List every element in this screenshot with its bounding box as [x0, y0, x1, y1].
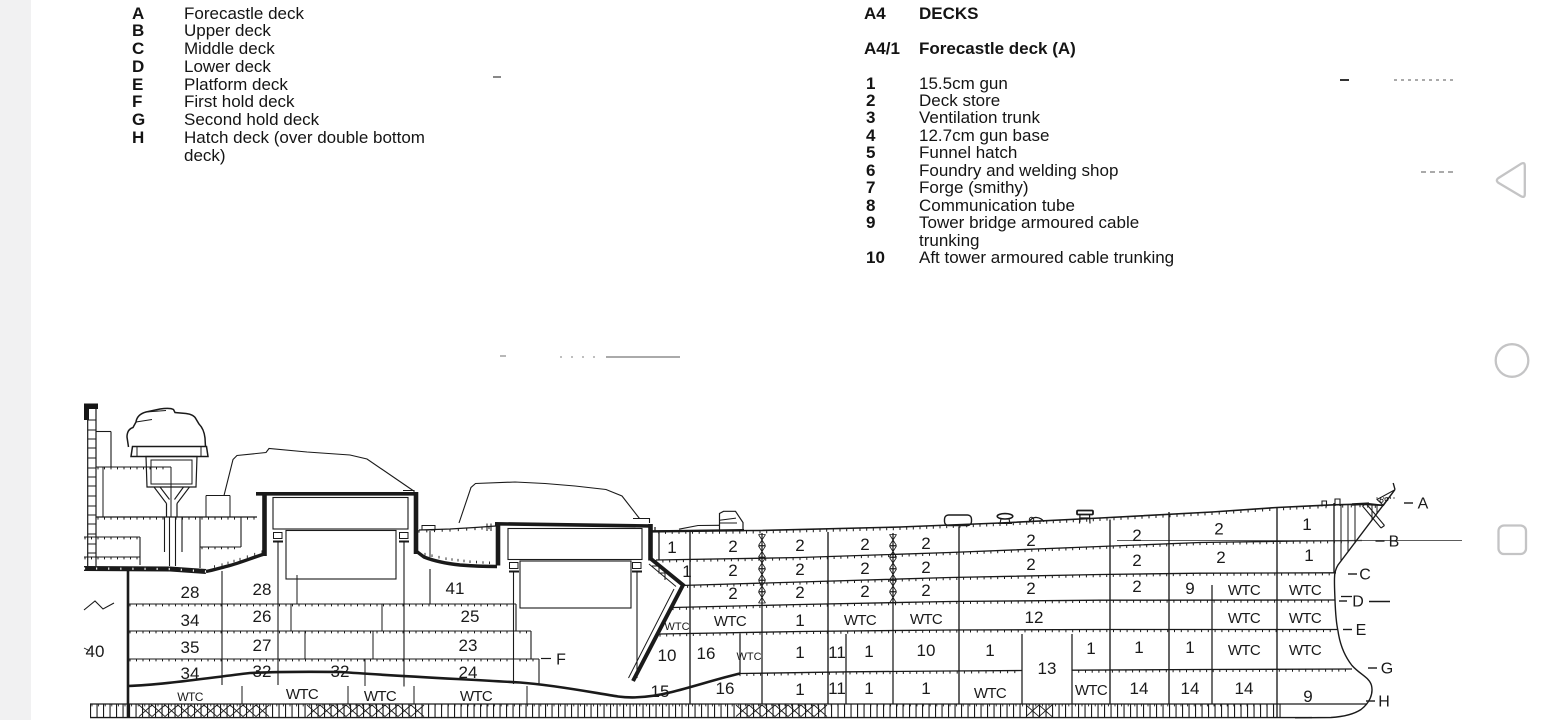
svg-text:2: 2	[1214, 520, 1223, 539]
svg-text:2: 2	[795, 583, 804, 602]
svg-text:2: 2	[1216, 548, 1225, 567]
svg-text:WTC: WTC	[460, 688, 493, 705]
svg-text:16: 16	[716, 679, 735, 698]
svg-text:H: H	[1378, 694, 1390, 711]
svg-text:11: 11	[828, 679, 846, 698]
svg-text:24: 24	[459, 663, 478, 682]
svg-text:35: 35	[181, 638, 200, 657]
svg-text:2: 2	[1132, 551, 1141, 570]
svg-text:WTC: WTC	[177, 690, 203, 704]
svg-text:2: 2	[728, 584, 737, 603]
svg-text:WTC: WTC	[664, 621, 689, 633]
svg-text:9: 9	[1303, 687, 1312, 706]
svg-text:16: 16	[697, 644, 716, 663]
svg-text:2: 2	[795, 560, 804, 579]
svg-text:2: 2	[1026, 531, 1035, 550]
svg-text:WTC: WTC	[844, 612, 877, 629]
svg-text:WTC: WTC	[286, 686, 319, 703]
svg-text:WTC: WTC	[1228, 642, 1261, 659]
svg-text:F: F	[556, 652, 566, 669]
svg-text:27: 27	[253, 636, 272, 655]
svg-text:41: 41	[446, 579, 465, 598]
svg-text:2: 2	[728, 537, 737, 556]
svg-text:23: 23	[459, 636, 478, 655]
svg-text:2: 2	[921, 534, 930, 553]
svg-text:2: 2	[860, 535, 869, 554]
svg-text:28: 28	[181, 583, 200, 602]
svg-text:1: 1	[795, 643, 804, 662]
svg-text:40: 40	[86, 642, 105, 661]
svg-text:G: G	[1381, 661, 1393, 678]
svg-text:13: 13	[1038, 659, 1057, 678]
svg-text:E: E	[1356, 622, 1367, 639]
svg-text:1: 1	[1302, 515, 1311, 534]
svg-text:C: C	[1359, 567, 1371, 584]
svg-text:10: 10	[917, 641, 936, 660]
svg-text:A: A	[1418, 496, 1429, 513]
svg-text:1: 1	[1304, 546, 1313, 565]
svg-text:WTC: WTC	[1228, 582, 1261, 599]
svg-text:9: 9	[1185, 579, 1194, 598]
svg-text:D: D	[1352, 594, 1364, 611]
svg-text:WTC: WTC	[1289, 610, 1322, 627]
svg-text:WTC: WTC	[910, 611, 943, 628]
svg-text:34: 34	[181, 664, 200, 683]
svg-text:2: 2	[795, 536, 804, 555]
svg-text:WTC: WTC	[736, 651, 761, 663]
svg-text:WTC: WTC	[1289, 582, 1322, 599]
svg-text:26: 26	[253, 607, 272, 626]
svg-text:14: 14	[1235, 679, 1254, 698]
svg-text:12: 12	[1025, 608, 1044, 627]
svg-text:2: 2	[860, 582, 869, 601]
svg-text:1: 1	[1086, 639, 1095, 658]
svg-text:15: 15	[651, 682, 670, 701]
svg-text:WTC: WTC	[1289, 642, 1322, 659]
svg-text:1: 1	[864, 679, 873, 698]
svg-text:2: 2	[1026, 555, 1035, 574]
svg-text:WTC: WTC	[364, 688, 397, 705]
svg-text:14: 14	[1181, 679, 1200, 698]
svg-text:WTC: WTC	[714, 613, 747, 630]
svg-text:2: 2	[1132, 526, 1141, 545]
svg-text:2: 2	[921, 558, 930, 577]
svg-text:2: 2	[728, 561, 737, 580]
svg-text:14: 14	[1130, 679, 1149, 698]
svg-text:1: 1	[795, 680, 804, 699]
svg-text:2: 2	[860, 559, 869, 578]
svg-text:11: 11	[828, 643, 846, 662]
svg-text:2: 2	[1132, 577, 1141, 596]
svg-text:1: 1	[921, 679, 930, 698]
svg-text:28: 28	[253, 580, 272, 599]
svg-text:2: 2	[921, 581, 930, 600]
svg-text:WTC: WTC	[1228, 610, 1261, 627]
svg-text:10: 10	[658, 646, 677, 665]
svg-text:B: B	[1389, 534, 1400, 551]
svg-text:34: 34	[181, 611, 200, 630]
svg-text:WTC: WTC	[974, 685, 1007, 702]
svg-text:1: 1	[795, 611, 804, 630]
svg-text:2: 2	[1026, 579, 1035, 598]
svg-text:1: 1	[1134, 638, 1143, 657]
svg-text:1: 1	[864, 642, 873, 661]
svg-text:WTC: WTC	[1075, 682, 1108, 699]
svg-text:1: 1	[985, 641, 994, 660]
svg-text:1: 1	[682, 562, 691, 581]
svg-text:25: 25	[461, 607, 480, 626]
svg-text:1: 1	[1185, 638, 1194, 657]
svg-text:1: 1	[667, 538, 676, 557]
